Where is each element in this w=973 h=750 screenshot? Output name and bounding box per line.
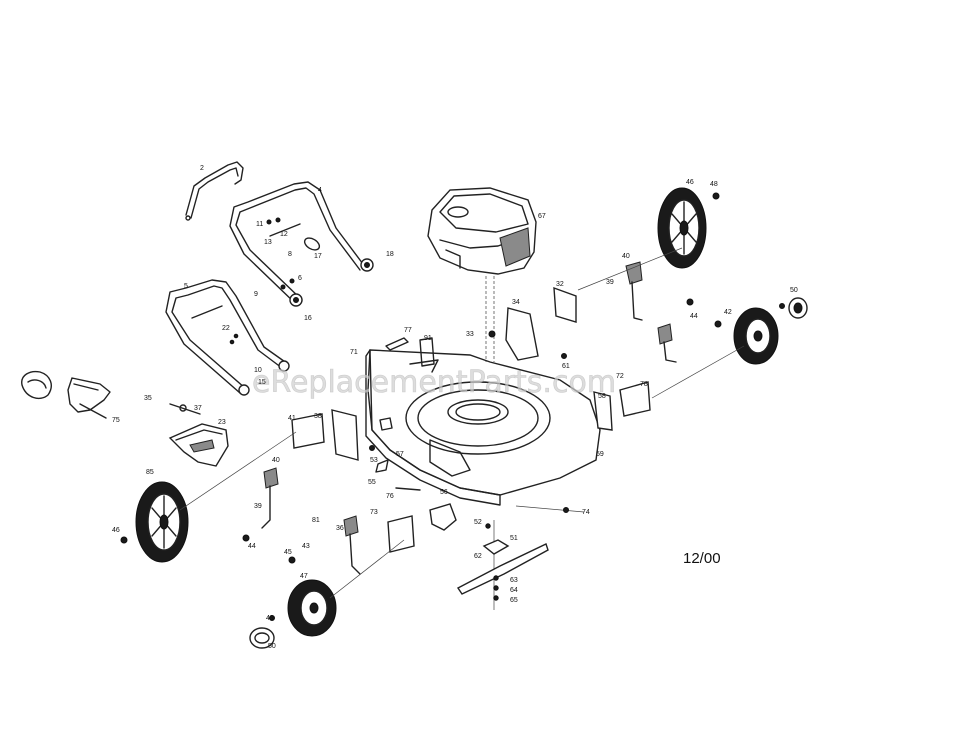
- callout-56: 56: [440, 489, 448, 496]
- callout-71: 71: [350, 349, 358, 356]
- hardware: [120, 192, 785, 621]
- height-adjusters: [261, 261, 677, 575]
- callout-40-left: 40: [272, 457, 280, 464]
- callout-22: 22: [222, 325, 230, 332]
- callout-62: 62: [474, 553, 482, 560]
- wheel-rear-right: [657, 187, 707, 269]
- hub-caps: [249, 297, 808, 649]
- callout-55: 55: [368, 479, 376, 486]
- callout-39-right: 39: [606, 279, 614, 286]
- callout-75: 75: [112, 417, 120, 424]
- callout-13: 13: [264, 239, 272, 246]
- callout-91: 91: [424, 335, 432, 342]
- callout-61: 61: [562, 363, 570, 370]
- callout-9: 9: [254, 291, 258, 298]
- callout-45: 45: [284, 549, 292, 556]
- callout-15: 15: [258, 379, 266, 386]
- callout-73: 73: [370, 509, 378, 516]
- callout-17: 17: [314, 253, 322, 260]
- callout-85: 85: [146, 469, 154, 476]
- callout-43: 43: [302, 543, 310, 550]
- callout-51: 51: [510, 535, 518, 542]
- callout-2: 2: [200, 165, 204, 172]
- wheel-front-left: [287, 579, 337, 637]
- callout-46-right: 46: [686, 179, 694, 186]
- callout-32: 32: [556, 281, 564, 288]
- callout-44-left: 44: [248, 543, 256, 550]
- wheel-rear-left: [135, 481, 189, 563]
- callout-76: 76: [386, 493, 394, 500]
- callout-50-right: 50: [790, 287, 798, 294]
- wheel-front-right: [733, 307, 779, 365]
- callout-65: 65: [510, 597, 518, 604]
- callout-72: 72: [616, 373, 624, 380]
- date-code: 12/00: [683, 550, 721, 567]
- callout-47: 47: [300, 573, 308, 580]
- upper-handle: [229, 181, 374, 307]
- axle-lines: [179, 247, 745, 610]
- callout-33: 33: [466, 331, 474, 338]
- callout-49: 49: [266, 615, 274, 622]
- control-bar: [185, 161, 244, 221]
- callout-41: 41: [288, 415, 296, 422]
- callout-58: 58: [598, 393, 606, 400]
- callout-12: 12: [280, 231, 288, 238]
- callout-23: 23: [218, 419, 226, 426]
- callout-35: 35: [144, 395, 152, 402]
- callout-40-right: 40: [622, 253, 630, 260]
- callout-16: 16: [304, 315, 312, 322]
- callout-8: 8: [288, 251, 292, 258]
- callout-59: 59: [596, 451, 604, 458]
- callout-5: 5: [184, 283, 188, 290]
- watermark: eReplacementParts.com: [252, 365, 616, 400]
- callout-38: 38: [314, 413, 322, 420]
- callout-81: 81: [312, 517, 320, 524]
- callout-39-left: 39: [254, 503, 262, 510]
- callout-4: 4: [318, 187, 322, 194]
- callout-42: 42: [724, 309, 732, 316]
- callout-46-left: 46: [112, 527, 120, 534]
- callout-10: 10: [254, 367, 262, 374]
- callout-50-left: 50: [268, 643, 276, 650]
- callout-57: 57: [396, 451, 404, 458]
- lower-handle: [165, 279, 290, 396]
- callout-63: 63: [510, 577, 518, 584]
- callout-36: 36: [336, 525, 344, 532]
- callout-67: 67: [538, 213, 546, 220]
- callout-52: 52: [474, 519, 482, 526]
- discharge-chute: [168, 403, 229, 467]
- callout-64: 64: [510, 587, 518, 594]
- blade: [456, 523, 549, 601]
- callout-44-right: 44: [690, 313, 698, 320]
- callout-53: 53: [370, 457, 378, 464]
- callout-18: 18: [386, 251, 394, 258]
- mower-deck: [365, 349, 601, 506]
- callout-6: 6: [298, 275, 302, 282]
- axle-brackets: [291, 286, 651, 553]
- engine: [427, 187, 537, 362]
- callout-74: 74: [582, 509, 590, 516]
- bag-parts: [21, 370, 111, 419]
- callout-34: 34: [512, 299, 520, 306]
- callout-77: 77: [404, 327, 412, 334]
- callout-48: 48: [710, 181, 718, 188]
- callout-78: 78: [640, 381, 648, 388]
- callout-37: 37: [194, 405, 202, 412]
- callout-11: 11: [256, 221, 263, 228]
- callout-labels: 2 4 11 12 13 17 18 16 9 8 6 5 22 10 15 7…: [112, 165, 798, 650]
